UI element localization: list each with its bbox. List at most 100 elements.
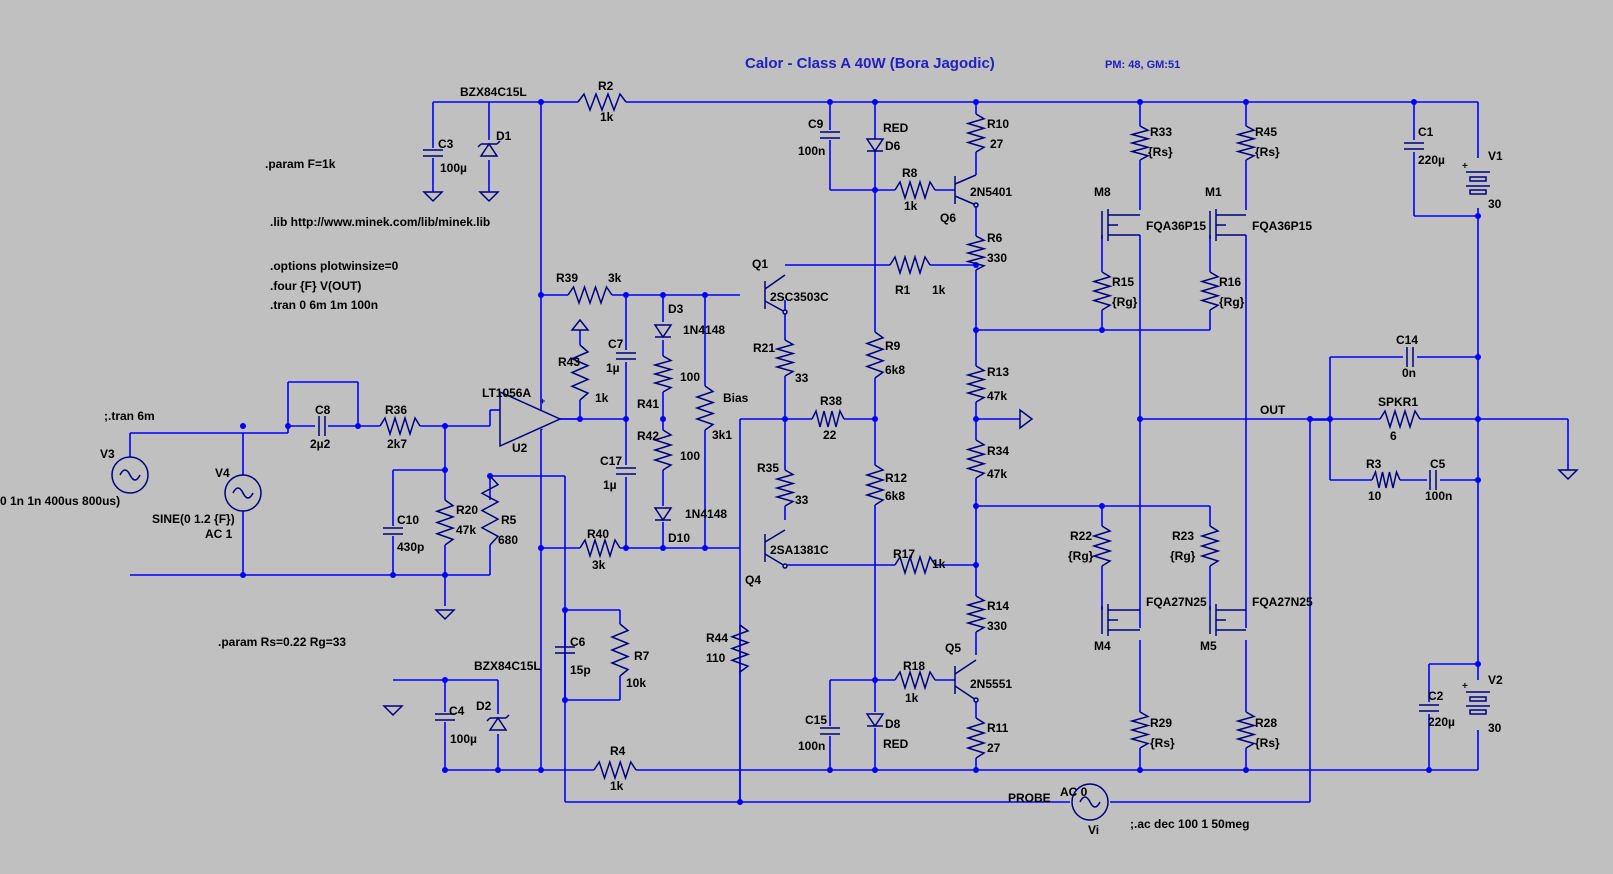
svg-text:+: +: [1462, 161, 1468, 172]
label-c8: C8: [315, 403, 331, 417]
label-d8: D8: [885, 717, 901, 731]
label-r29: R29: [1150, 716, 1172, 730]
label-options: .options plotwinsize=0: [270, 259, 399, 273]
label-v4-value2: AC 1: [205, 527, 233, 541]
components: +-++: [111, 91, 1579, 821]
r1-resistor: [889, 254, 931, 276]
d1-zener: [477, 140, 501, 157]
junction-dot: [538, 767, 544, 773]
junction-dot: [442, 572, 448, 578]
label-r10-val: 27: [990, 137, 1004, 151]
junction-dot: [1307, 416, 1313, 422]
u2-opamp: [499, 390, 562, 448]
label-r43-val: 1k: [595, 391, 609, 405]
label-r43: R43: [558, 355, 580, 369]
junction-dot: [1243, 99, 1249, 105]
junction-dot: [1137, 99, 1143, 105]
label-v2-value: 30: [1488, 721, 1502, 735]
r18-resistor: [894, 669, 936, 691]
d2-zener: [486, 714, 510, 731]
label-param-rs: .param Rs=0.22 Rg=33: [218, 635, 346, 649]
label-c1-val: 220µ: [1418, 153, 1445, 167]
label-r21-val: 33: [795, 371, 809, 385]
label-r35-val: 33: [795, 493, 809, 507]
label-r34: R34: [987, 444, 1009, 458]
junction-dot: [623, 292, 629, 298]
m5-mosfet: [1209, 604, 1246, 636]
junction-dot: [1475, 477, 1481, 483]
v2-battery: +: [1462, 681, 1490, 715]
junction-dot: [442, 767, 448, 773]
label-v4-value1: SINE(0 1.2 {F}): [152, 512, 235, 526]
label-c17: C17: [600, 454, 622, 468]
label-r22-val: {Rg}: [1068, 549, 1094, 563]
label-r33-val: {Rs}: [1148, 145, 1173, 159]
v1-battery: +: [1462, 161, 1490, 195]
c10-capacitor: [383, 527, 403, 535]
label-r12: R12: [885, 471, 907, 485]
label-m5: M5: [1200, 639, 1217, 653]
label-r45-val: {Rs}: [1255, 145, 1280, 159]
label-r14-val: 330: [987, 619, 1007, 633]
label-r34-val: 47k: [987, 467, 1007, 481]
label-vi-value: AC 0: [1060, 785, 1088, 799]
label-d8-model: RED: [883, 737, 909, 751]
junction-dot: [285, 423, 291, 429]
q6-transistor: [954, 174, 979, 208]
label-spkr1-val: 6: [1390, 429, 1397, 443]
label-r1: R1: [895, 283, 911, 297]
r11-resistor: [965, 717, 987, 759]
c6-capacitor: [555, 646, 575, 654]
junction-dot: [872, 187, 878, 193]
label-d10-model: 1N4148: [685, 507, 727, 521]
label-q6: Q6: [940, 211, 956, 225]
label-r33: R33: [1150, 125, 1172, 139]
r33-resistor: [1129, 125, 1151, 161]
spkr1-resistor: [1379, 408, 1421, 430]
label-q6-model: 2N5401: [970, 185, 1012, 199]
label-r42-val: 100: [680, 449, 700, 463]
label-r28: R28: [1255, 716, 1277, 730]
q4-transistor: [764, 529, 788, 569]
junction-dot: [702, 545, 708, 551]
c2-capacitor: [1419, 704, 1439, 712]
label-r40-val: 3k: [592, 558, 606, 572]
label-r38-val: 22: [823, 428, 837, 442]
opamp-minus: -: [540, 424, 543, 434]
r3-resistor: [1371, 469, 1401, 489]
r16-resistor: [1199, 271, 1221, 311]
label-tran: .tran 0 6m 1m 100n: [270, 298, 378, 312]
r41-resistor: [652, 355, 674, 393]
label-r44-val: 110: [706, 651, 726, 665]
label-u2-model: LT1056A: [482, 386, 531, 400]
junction-dot: [1475, 213, 1481, 219]
label-c6-val: 15p: [570, 663, 591, 677]
label-r21: R21: [753, 341, 775, 355]
r38-resistor: [811, 408, 845, 428]
label-r13: R13: [987, 365, 1009, 379]
junction-dot: [390, 572, 396, 578]
junction-dot: [973, 99, 979, 105]
label-r41: R41: [637, 397, 659, 411]
bias-resistor: [694, 385, 716, 431]
label-r17-val: 1k: [932, 557, 946, 571]
m1-mosfet: [1209, 209, 1246, 241]
label-c2-val: 220µ: [1428, 715, 1455, 729]
label-v3-value: 0 1n 1n 400us 800us): [0, 494, 120, 508]
label-r15: R15: [1112, 275, 1134, 289]
label-r2: R2: [598, 79, 614, 93]
r23-resistor: [1199, 525, 1221, 567]
label-m4-model: FQA27N25: [1146, 595, 1207, 609]
r8-resistor: [894, 179, 936, 201]
label-c9: C9: [808, 117, 824, 131]
r39-resistor: [567, 284, 613, 306]
label-m8: M8: [1094, 185, 1111, 199]
junction-dot: [973, 562, 979, 568]
c14-capacitor: [1406, 347, 1414, 367]
r9-resistor: [864, 331, 886, 379]
svg-text:+: +: [1462, 681, 1468, 692]
junction-dot: [1099, 503, 1105, 509]
m4-mosfet: [1101, 604, 1140, 636]
c8-capacitor: [318, 416, 326, 436]
